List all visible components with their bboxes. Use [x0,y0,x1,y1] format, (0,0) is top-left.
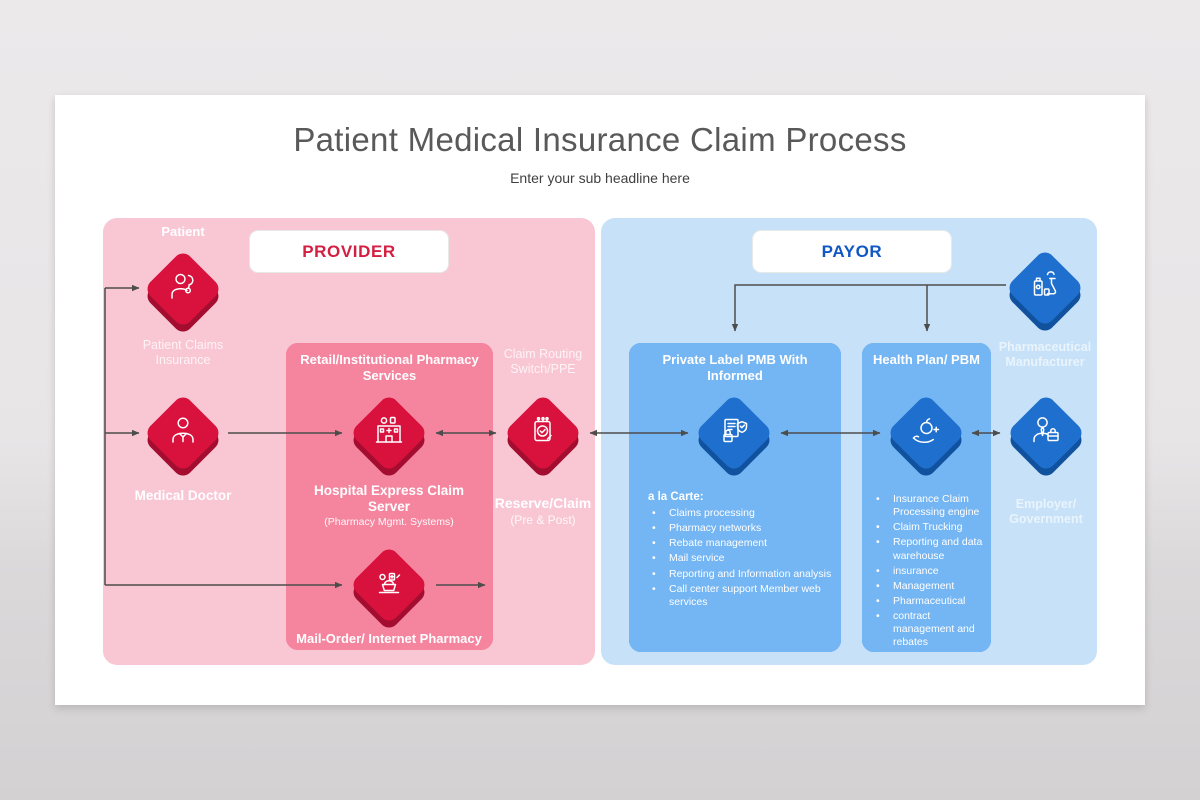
list-item: Call center support Member web services [648,583,833,609]
health-plan-diamond [886,393,966,480]
employer-icon [1033,417,1059,443]
page-title: Patient Medical Insurance Claim Process [293,121,907,158]
reserve-claim-sublabel: (Pre & Post) [510,513,576,527]
list-item: Insurance Claim Processing engine [872,493,986,519]
provider-header: PROVIDER [249,230,449,273]
reserve-claim-diamond [503,393,583,480]
medical-doctor-label: Medical Doctor [134,488,232,503]
list-item: Pharmacy networks [648,522,833,535]
list-item: insurance [872,565,986,578]
patient-icon [171,273,194,299]
page-subtitle: Enter your sub headline here [510,170,690,186]
payor-header: PAYOR [752,230,952,273]
hospital-diamond [349,393,429,480]
list-item: Management [872,580,986,593]
mail-order-label: Mail-Order/ Internet Pharmacy [296,631,482,646]
patient-label: Patient [161,224,205,239]
list-item: Claims processing [648,507,833,520]
private-label-card-title: Private Label PMB With Informed [662,352,808,383]
patient-caption: Patient Claims Insurance [142,338,224,368]
list-item: Claim Trucking [872,521,986,534]
pharma-manufacturer-label: Pharmaceutical Manufacturer [998,340,1092,370]
mail-order-diamond [349,545,429,632]
employer-diamond [1006,393,1086,480]
employer-label: Employer/ Government [1009,497,1083,527]
reserve-claim-label: Reserve/Claim [494,495,592,511]
hospital-icon [375,416,403,443]
list-item: contract management and rebates [872,610,986,649]
medical-doctor-diamond [143,393,223,480]
list-item: Reporting and data warehouse [872,536,986,562]
document-shield-icon [723,418,748,443]
claim-routing-label: Claim Routing Switch/PPE [503,347,583,377]
a-la-carte-title: a la Carte: [648,491,704,503]
hospital-sublabel: (Pharmacy Mgmt. Systems) [324,516,454,528]
pharmacy-card-title: Retail/Institutional Pharmacy Services [300,352,479,383]
slide: Patient Medical Insurance Claim Process … [55,95,1145,705]
list-item: Reporting and Information analysis [648,568,833,581]
pharma-manufacturer-diamond [1005,248,1085,335]
medical-doctor-icon [172,417,194,443]
private-label-diamond [694,393,774,480]
health-plan-list: Insurance Claim Processing engineClaim T… [872,493,986,651]
hand-apple-icon [912,418,940,444]
mail-order-icon [378,572,401,594]
list-item: Mail service [648,552,833,565]
health-plan-card-title: Health Plan/ PBM [873,352,980,367]
patient-diamond [143,249,223,336]
reserve-claim-icon [534,416,552,442]
private-label-list: Claims processingPharmacy networksRebate… [648,507,833,611]
hospital-label: Hospital Express Claim Server [313,483,465,515]
list-item: Rebate management [648,537,833,550]
pharma-manufacturer-icon [1033,271,1057,296]
list-item: Pharmaceutical [872,595,986,608]
